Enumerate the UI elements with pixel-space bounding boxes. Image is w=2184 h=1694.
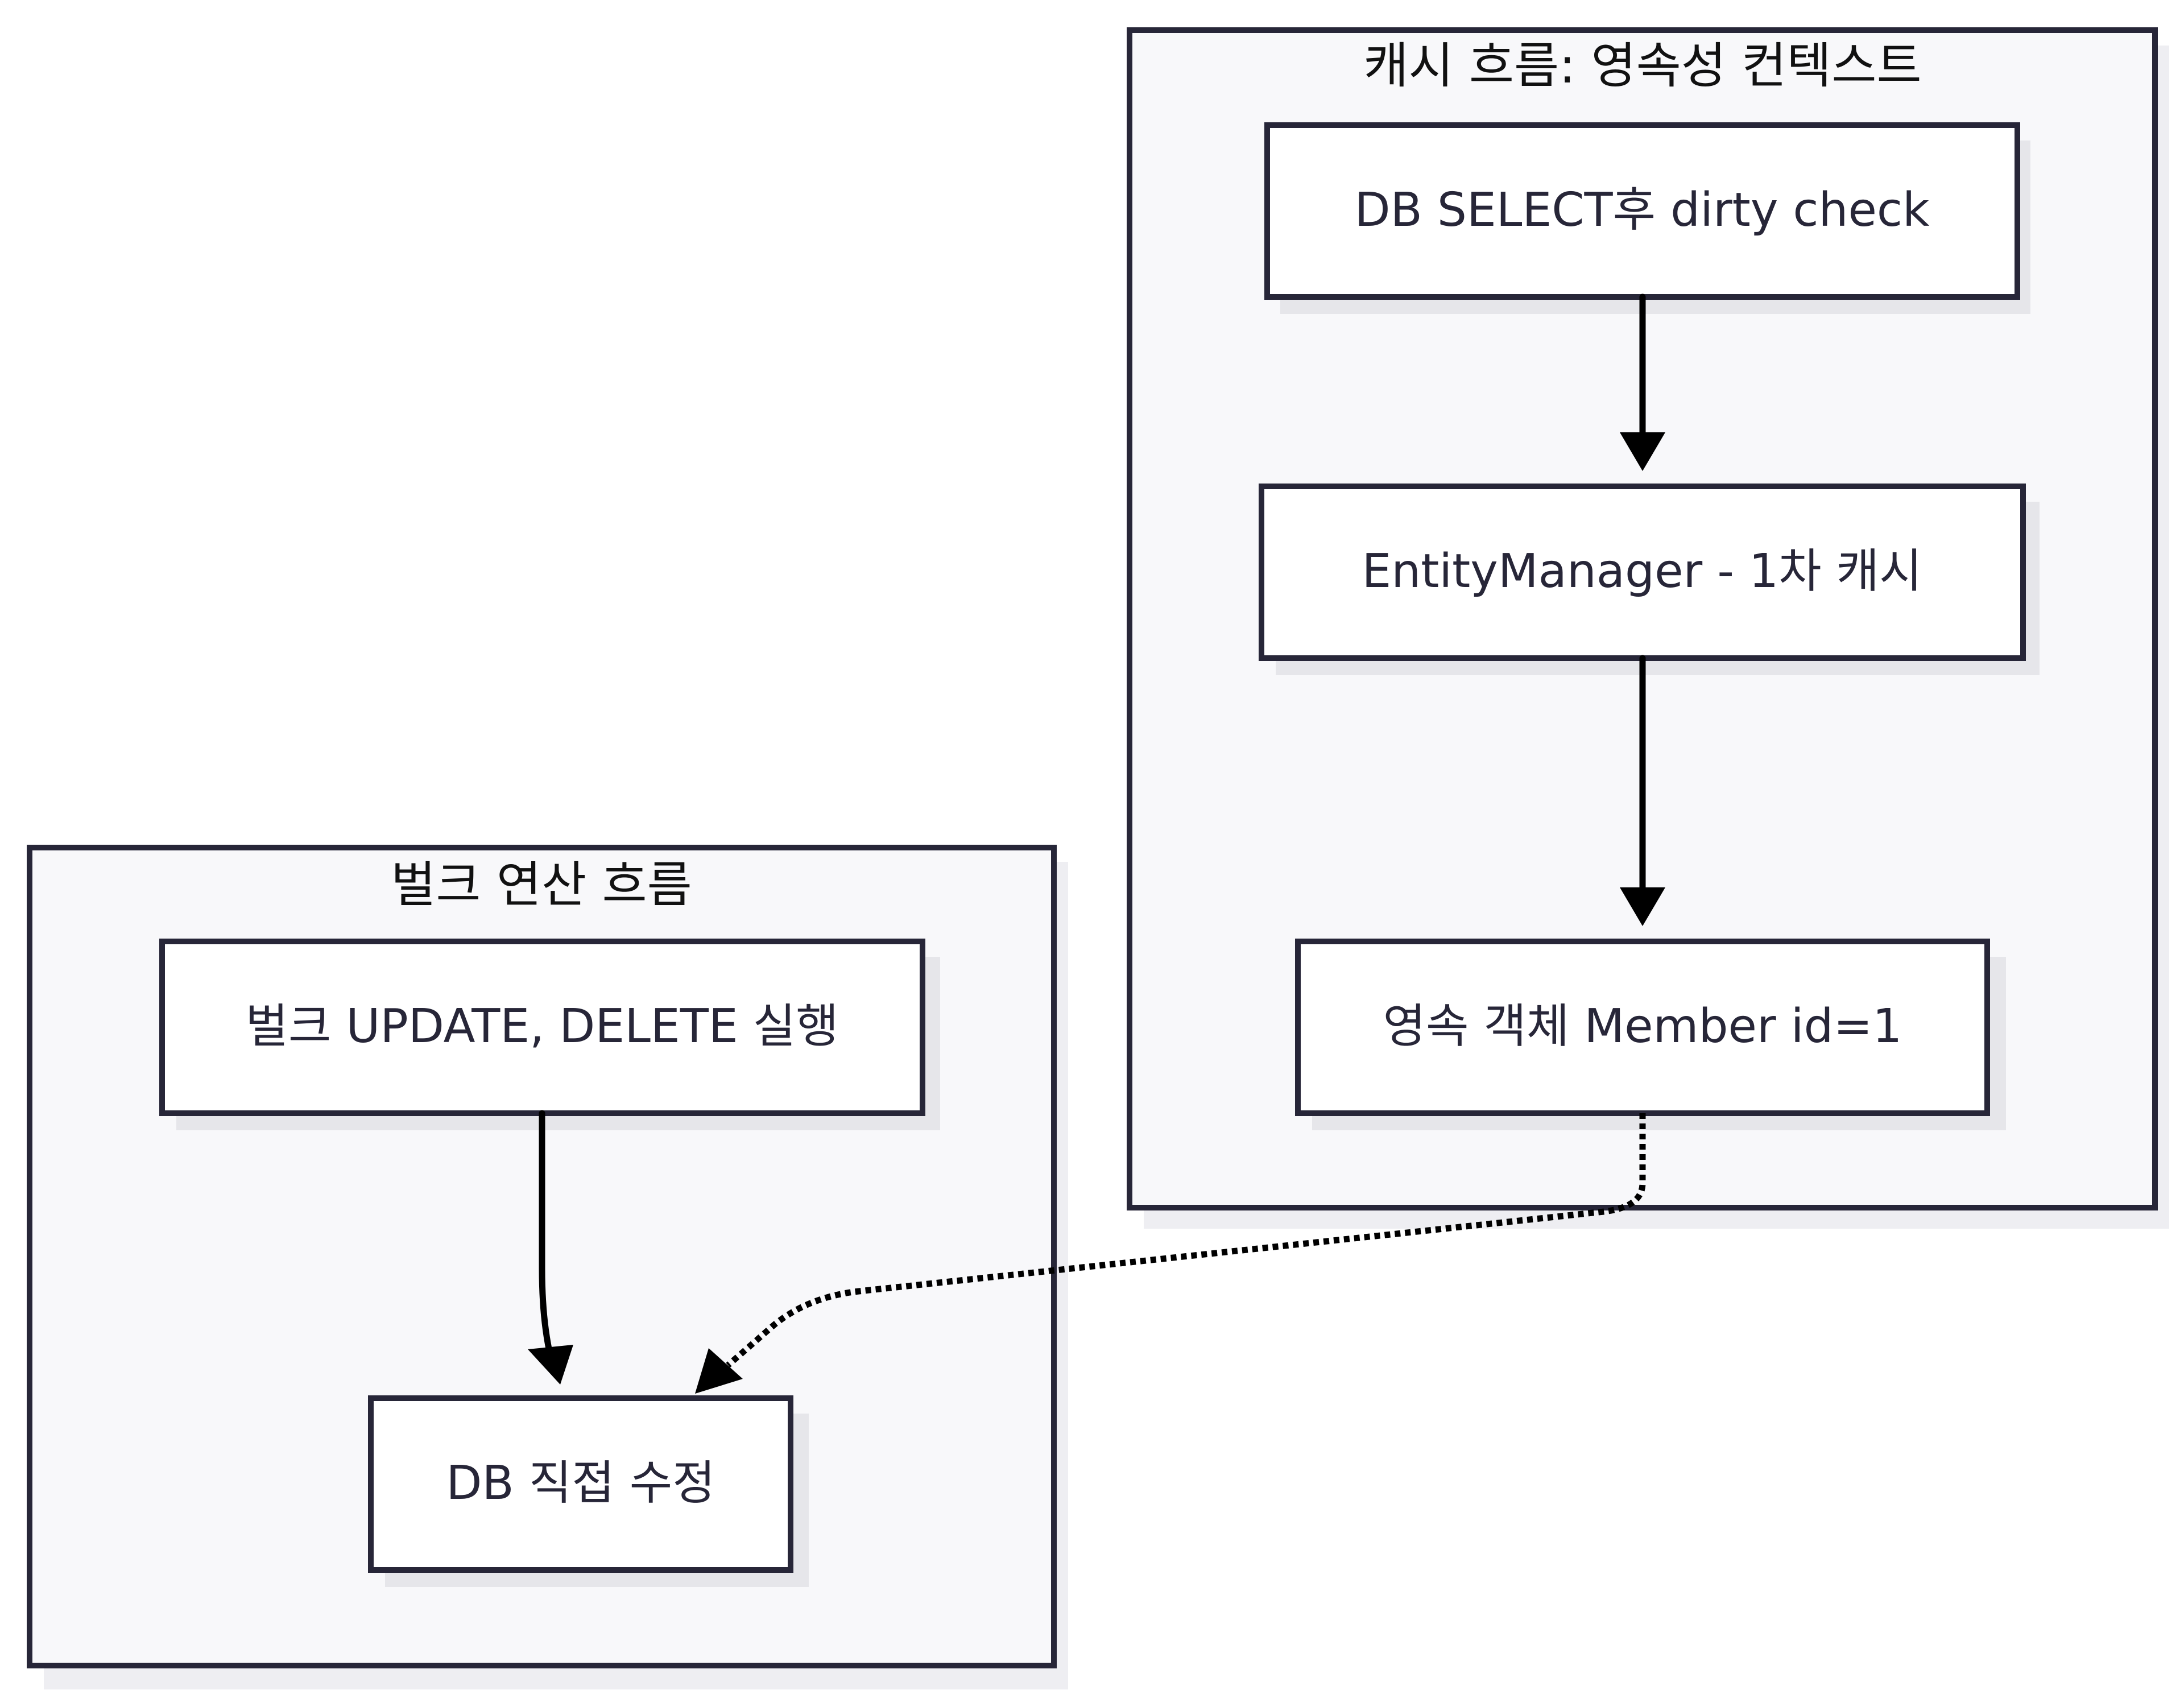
node-select-dirty-check-box <box>1264 122 2020 300</box>
edge-entity-manager-to-member-arrowhead <box>1620 887 1665 926</box>
cluster-bulk-flow-title: 벌크 연산 흐름 <box>391 857 692 914</box>
node-bulk-exec-box <box>159 939 925 1116</box>
edge-bulk-to-db-direct-arrowhead <box>528 1345 573 1385</box>
edge-bulk-to-db-direct <box>528 1110 573 1385</box>
edge-member-to-db-direct <box>695 1113 1646 1394</box>
node-bulk-exec-label: 벌크 UPDATE, DELETE 실행 <box>245 999 838 1053</box>
node-select-dirty-check-label: DB SELECT후 dirty check <box>1354 183 1930 237</box>
node-db-direct-box <box>368 1395 793 1573</box>
edge-member-to-db-direct-line <box>726 1113 1646 1368</box>
edge-select-to-entity-manager <box>1620 294 1665 471</box>
cluster-cache-flow-title: 캐시 흐름: 영속성 컨텍스트 <box>1363 38 1921 94</box>
node-select-dirty-check: DB SELECT후 dirty check <box>1264 122 2030 314</box>
node-entity-manager-box <box>1259 484 2026 661</box>
node-entity-manager: EntityManager - 1차 캐시 <box>1259 484 2040 675</box>
node-persistent-member: 영속 객체 Member id=1 <box>1295 939 2006 1130</box>
node-db-direct: DB 직접 수정 <box>368 1395 809 1587</box>
node-db-direct-label: DB 직접 수정 <box>446 1456 715 1510</box>
edge-bulk-to-db-direct-line <box>539 1110 554 1360</box>
node-persistent-member-label: 영속 객체 Member id=1 <box>1383 999 1902 1053</box>
node-bulk-exec: 벌크 UPDATE, DELETE 실행 <box>159 939 940 1130</box>
edge-select-to-entity-manager-arrowhead <box>1620 432 1665 471</box>
edge-entity-manager-to-member <box>1620 655 1665 926</box>
edge-member-to-db-direct-arrowhead <box>695 1348 743 1394</box>
node-entity-manager-label: EntityManager - 1차 캐시 <box>1362 544 1922 598</box>
node-persistent-member-box <box>1295 939 1990 1116</box>
